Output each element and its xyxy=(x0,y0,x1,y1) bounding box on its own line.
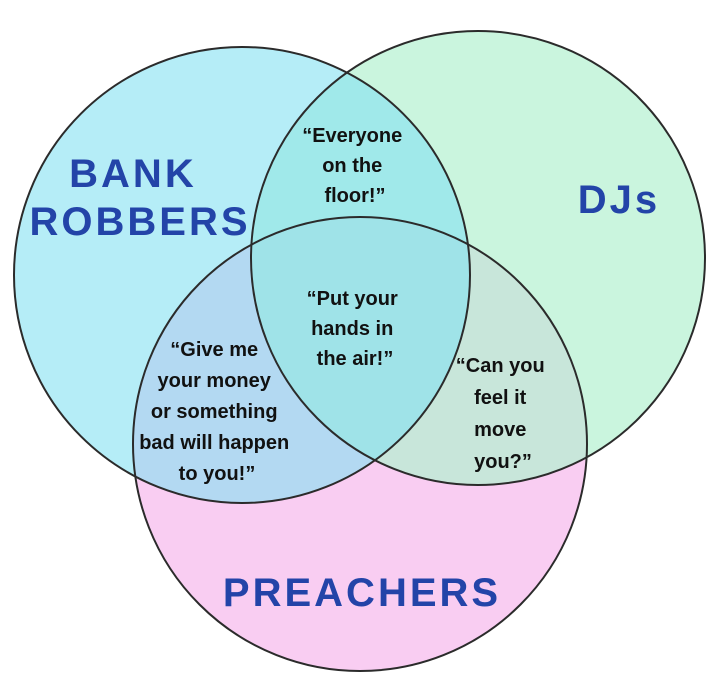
region-line: you?” xyxy=(474,451,532,473)
region-line: move xyxy=(474,419,526,441)
label-bank-robbers-line: ROBBERS xyxy=(29,200,250,244)
region-line: “Put your xyxy=(307,288,398,310)
region-line: “Can you xyxy=(456,355,545,377)
region-line: “Everyone xyxy=(302,125,402,147)
label-djs-line: DJs xyxy=(578,178,660,222)
label-djs: DJs xyxy=(578,178,660,222)
region-line: on the xyxy=(322,155,382,177)
region-line: bad will happen xyxy=(139,432,289,454)
region-line: “Give me xyxy=(170,339,258,361)
label-bank-robbers: BANK ROBBERS xyxy=(29,152,250,244)
circle-djs-outline xyxy=(250,30,706,486)
region-djs-preachers: “Can you feel it move you?” xyxy=(456,355,550,473)
region-line: feel it xyxy=(474,387,527,409)
region-line: or something xyxy=(151,401,278,423)
region-line: hands in xyxy=(311,318,393,340)
region-bank-robbers-djs: “Everyone on the floor!” xyxy=(302,125,408,207)
region-line: the air!” xyxy=(317,348,394,370)
circle-bank-robbers-outline xyxy=(13,46,471,504)
region-all-three: “Put your hands in the air!” xyxy=(307,288,404,370)
region-bank-robbers-preachers: “Give me your money or something bad wil… xyxy=(139,339,295,485)
region-line: floor!” xyxy=(324,185,385,207)
circle-bank-robbers xyxy=(14,47,470,503)
label-preachers-line: PREACHERS xyxy=(223,571,501,615)
circle-preachers-outline xyxy=(132,216,588,672)
label-bank-robbers-line: BANK xyxy=(69,152,197,196)
label-preachers: PREACHERS xyxy=(223,571,501,615)
region-line: your money xyxy=(158,370,272,392)
region-line: to you!” xyxy=(179,463,256,485)
